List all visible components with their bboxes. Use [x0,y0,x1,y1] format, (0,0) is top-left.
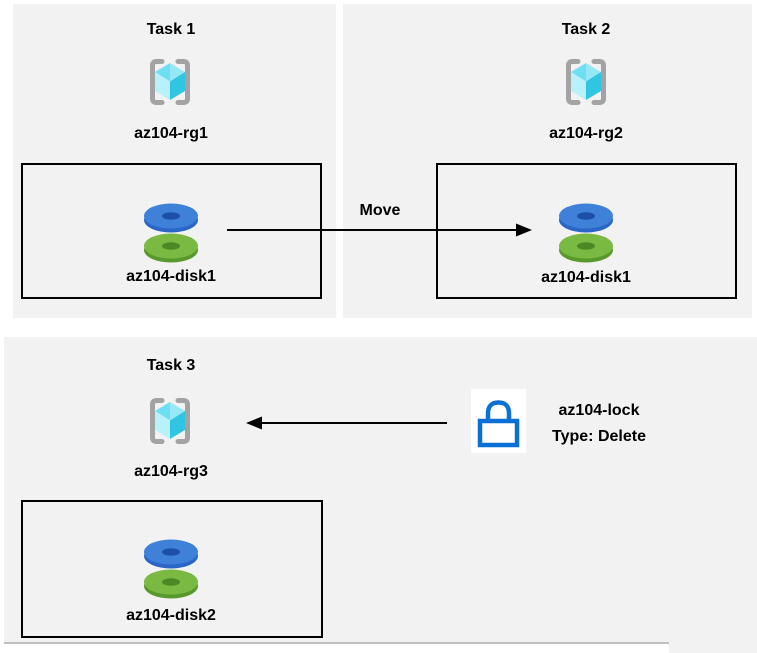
task1-title: Task 1 [146,21,196,38]
resource-group-label: az104-rg2 [549,125,623,142]
managed-disk-icon [559,203,613,263]
resource-group-icon [150,59,190,105]
lock-area-panel [669,337,757,653]
task2-title: Task 2 [561,21,611,38]
resource-group-label: az104-rg3 [134,463,208,480]
lock-type-label: Type: Delete [552,428,646,445]
disk-box [21,500,323,638]
move-label: Move [359,202,401,219]
disk-label: az104-disk1 [126,268,216,285]
lock-tile [471,389,526,453]
resource-group-label: az104-rg1 [134,125,208,142]
disk-label: az104-disk1 [541,269,631,286]
disk-label: az104-disk2 [126,607,216,624]
lock-icon [477,400,520,448]
disk-box [21,163,322,299]
lock-name-label: az104-lock [558,402,640,419]
managed-disk-icon [144,203,198,263]
task2-panel [343,4,752,318]
task1-panel [13,4,336,318]
disk-box [436,163,737,299]
resource-group-icon [150,398,190,444]
task3-title: Task 3 [146,357,196,374]
resource-group-icon [566,59,606,105]
managed-disk-icon [144,539,198,599]
task3-panel [4,337,669,644]
